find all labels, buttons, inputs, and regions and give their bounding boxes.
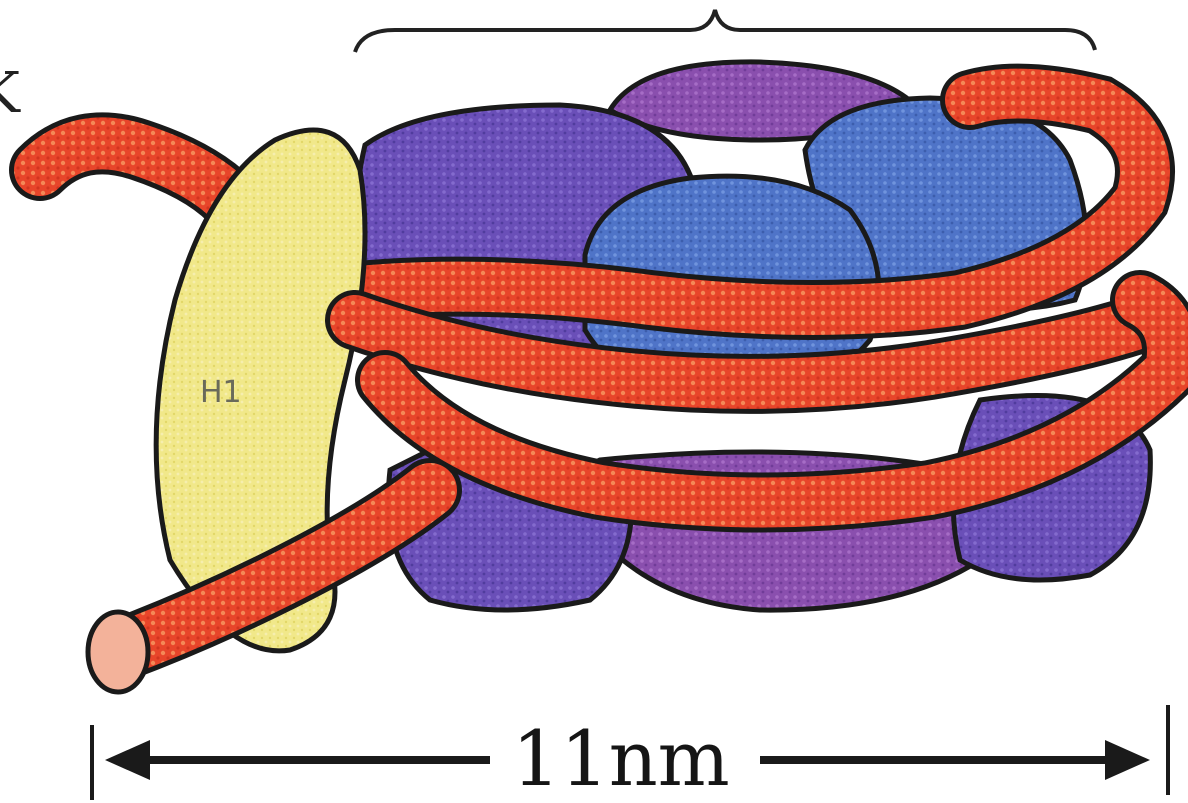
h1-label: H1 [200, 375, 242, 410]
cropped-letter: K [0, 61, 21, 126]
scale-bar: 11nm [92, 705, 1168, 803]
scale-label: 11nm [512, 714, 730, 803]
scale-arrowhead-left [105, 740, 150, 780]
top-brace [355, 10, 1095, 52]
dna-cut-end [88, 612, 148, 692]
scale-arrowhead-right [1105, 740, 1150, 780]
